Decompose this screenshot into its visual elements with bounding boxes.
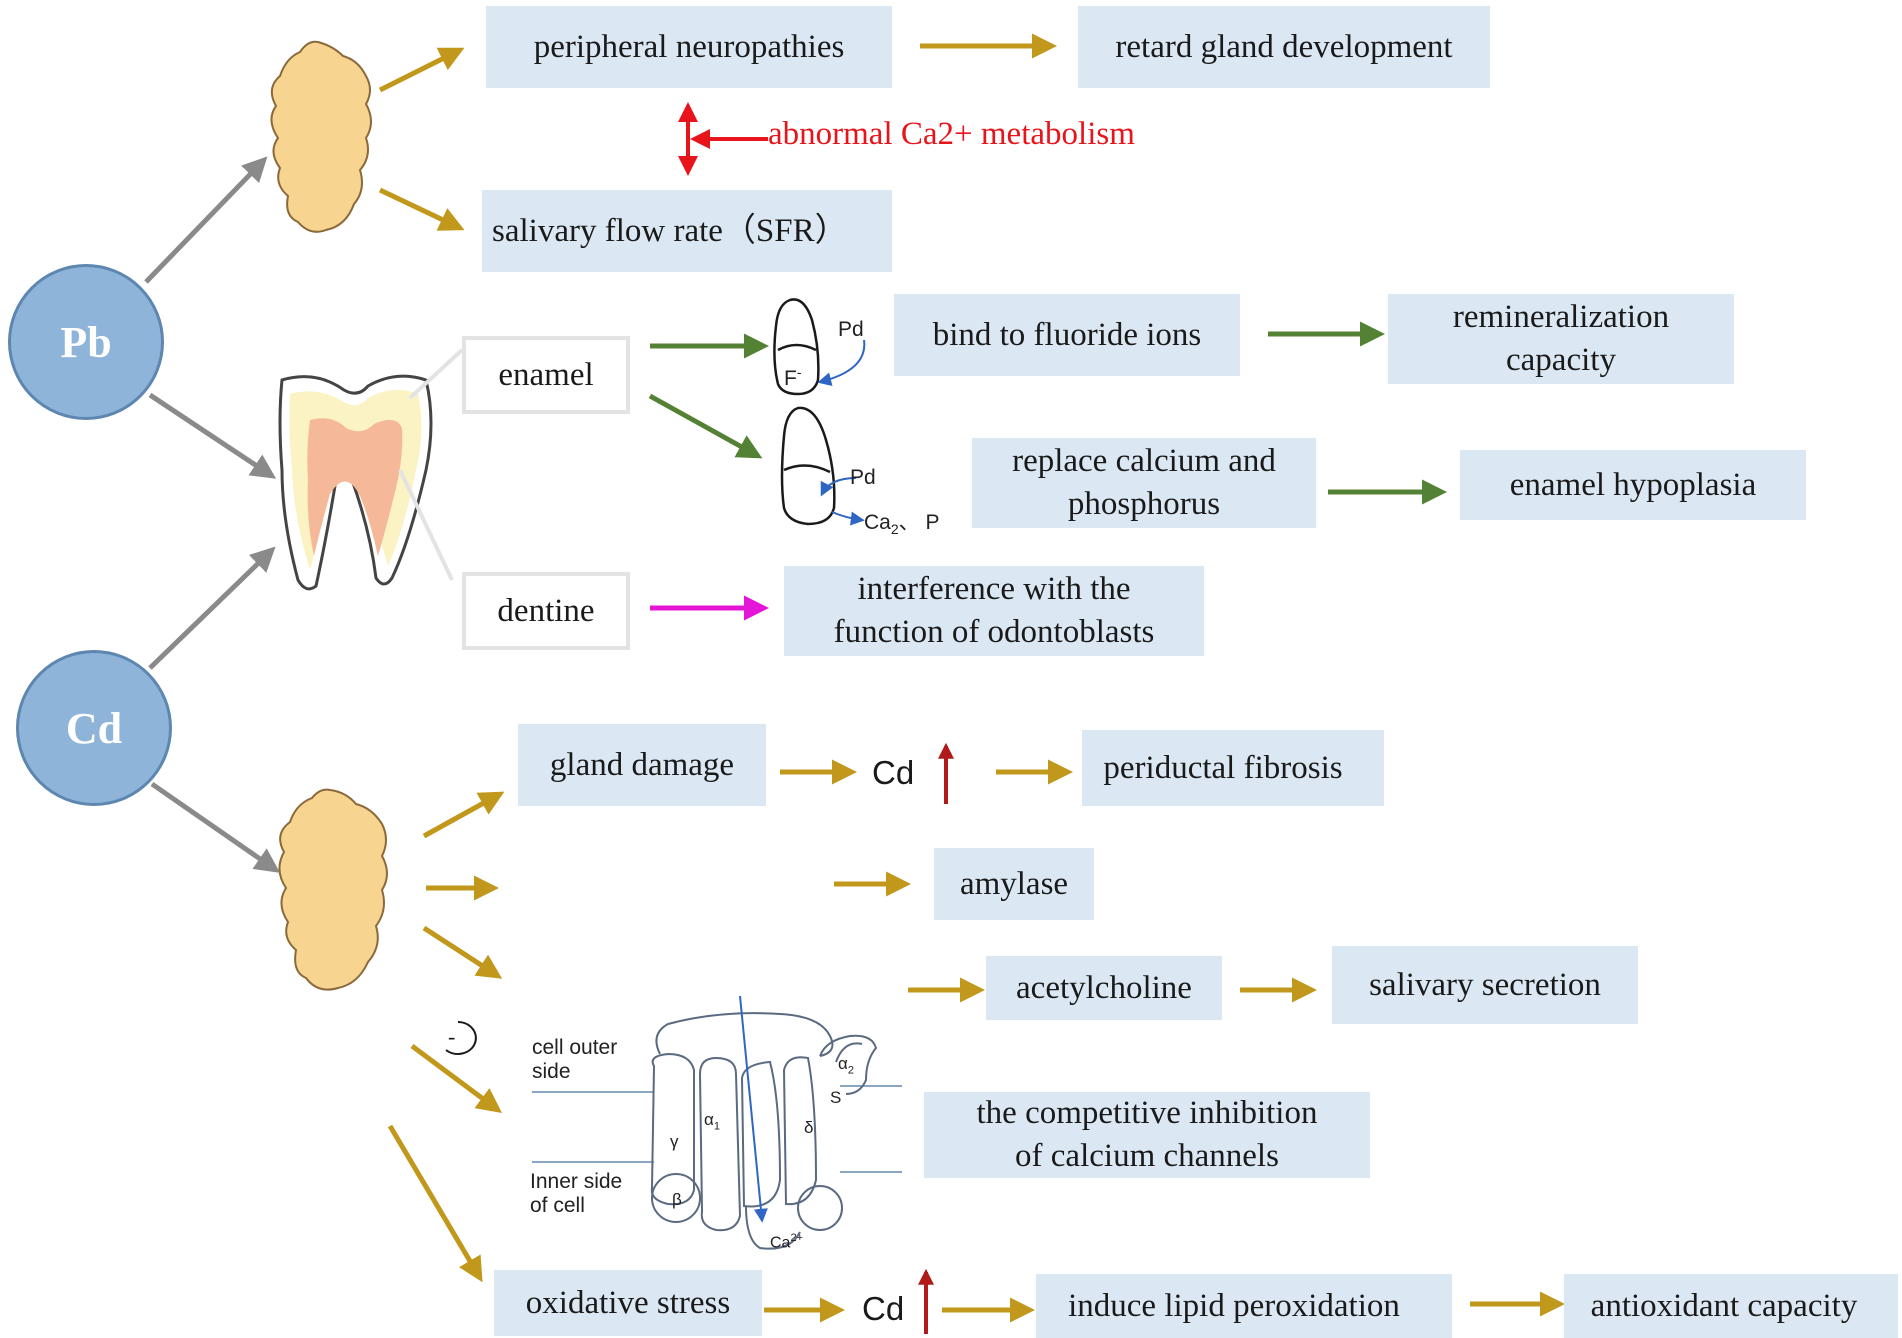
amylase-box: amylase bbox=[934, 848, 1094, 920]
ca-ion-label: Ca2+ bbox=[770, 1232, 803, 1252]
peripheral-neuropathies-label: peripheral neuropathies bbox=[533, 28, 845, 65]
enamel-box: enamel bbox=[462, 336, 630, 414]
arrow-cd-to-tooth bbox=[148, 546, 276, 670]
alpha2-label: α2 bbox=[838, 1054, 854, 1077]
lipid-peroxidation-label: induce lipid peroxidation bbox=[1068, 1287, 1400, 1324]
acetylcholine-box: acetylcholine bbox=[986, 956, 1222, 1020]
antioxidant-capacity-label: antioxidant capacity bbox=[1590, 1287, 1858, 1324]
arrow-pb-to-tooth bbox=[148, 392, 277, 479]
oxidative-stress-box: oxidative stress bbox=[494, 1270, 762, 1336]
salivary-secretion-box: salivary secretion bbox=[1332, 946, 1638, 1024]
periductal-fibrosis-box: periductal fibrosis bbox=[1082, 730, 1384, 806]
enamel-hypoplasia-label: enamel hypoplasia bbox=[1509, 466, 1757, 503]
oxidative-stress-label: oxidative stress bbox=[525, 1284, 731, 1321]
retard-gland-label: retard gland development bbox=[1115, 28, 1453, 65]
gamma-label: γ bbox=[670, 1132, 679, 1151]
tooth-fluoride-sketch bbox=[773, 298, 866, 396]
pd-label-1: Pd bbox=[838, 318, 864, 341]
beta-label: β bbox=[672, 1190, 682, 1209]
salivary-gland-icon-top bbox=[270, 40, 372, 233]
amylase-label: amylase bbox=[959, 865, 1069, 902]
abnormal-ca-label: abnormal Ca2+ metabolism bbox=[768, 116, 1135, 152]
pd-label-2: Pd bbox=[850, 466, 876, 489]
bind-fluoride-label: bind to fluoride ions bbox=[932, 316, 1202, 353]
delta-label: δ bbox=[804, 1118, 814, 1137]
tooth-replacement-sketch bbox=[780, 406, 865, 526]
lipid-peroxidation-box: induce lipid peroxidation bbox=[1036, 1274, 1452, 1338]
fluoride-label: F- bbox=[784, 364, 802, 390]
acetylcholine-label: acetylcholine bbox=[1016, 969, 1192, 1006]
salivary-gland-icon-bottom bbox=[278, 788, 388, 991]
cd-label: Cd bbox=[65, 703, 123, 753]
cd-marker-2: Cd bbox=[862, 1290, 905, 1327]
arrow-cd-to-gland bbox=[150, 781, 281, 873]
periductal-fibrosis-label: periductal fibrosis bbox=[1103, 749, 1343, 786]
alpha1-label: α1 bbox=[704, 1110, 720, 1133]
sfr-box: salivary flow rate（SFR） bbox=[482, 190, 892, 272]
enamel-hypoplasia-box: enamel hypoplasia bbox=[1460, 450, 1806, 520]
retard-gland-box: retard gland development bbox=[1078, 6, 1490, 88]
dentine-label: dentine bbox=[497, 592, 595, 629]
sfr-label: salivary flow rate（SFR） bbox=[492, 212, 848, 249]
cd-node: Cd bbox=[16, 650, 172, 806]
salivary-secretion-label: salivary secretion bbox=[1369, 966, 1601, 1003]
pb-node: Pb bbox=[8, 264, 164, 420]
gland-damage-label: gland damage bbox=[549, 746, 735, 783]
enamel-label: enamel bbox=[498, 356, 594, 393]
ca-p-label: Ca2、 P bbox=[864, 511, 940, 538]
peripheral-neuropathies-box: peripheral neuropathies bbox=[486, 6, 892, 88]
bind-fluoride-box: bind to fluoride ions bbox=[894, 294, 1240, 376]
s-label: S bbox=[830, 1088, 842, 1107]
gland-damage-box: gland damage bbox=[518, 724, 766, 806]
tooth-icon bbox=[278, 374, 433, 591]
antioxidant-capacity-box: antioxidant capacity bbox=[1564, 1274, 1898, 1338]
dentine-box: dentine bbox=[462, 572, 630, 650]
calcium-channel-sketch bbox=[532, 995, 902, 1250]
cd-marker-1: Cd bbox=[872, 754, 915, 791]
pb-label: Pb bbox=[60, 317, 112, 367]
arrow-pb-to-gland bbox=[144, 156, 268, 284]
minus-sign: - bbox=[448, 1024, 456, 1049]
